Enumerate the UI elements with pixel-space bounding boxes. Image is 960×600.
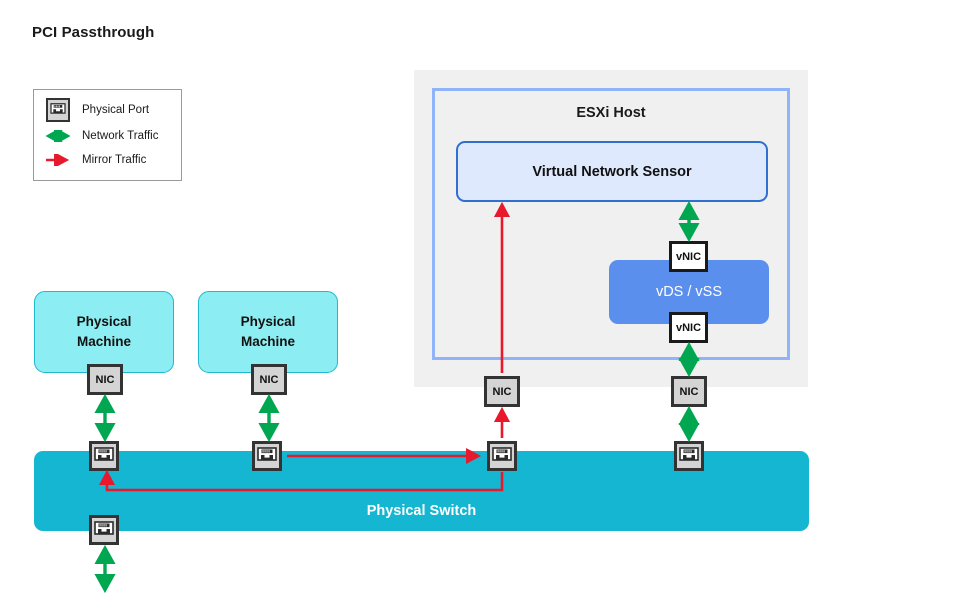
switch-port-mirror-destination[interactable]: [487, 441, 517, 471]
legend-label-mirror-traffic: Mirror Traffic: [82, 154, 147, 166]
physical-machine-0-nic[interactable]: NIC: [87, 364, 123, 395]
physical-machine-1-nic[interactable]: NIC: [251, 364, 287, 395]
legend-item-network-traffic: Network Traffic: [44, 125, 158, 147]
vnic-bottom[interactable]: vNIC: [669, 312, 708, 343]
switch-port-vswitch-uplink[interactable]: [674, 441, 704, 471]
legend-item-physical-port: Physical Port: [44, 98, 150, 122]
esxi-host-label: ESXi Host: [576, 105, 646, 121]
vnic-top[interactable]: vNIC: [669, 241, 708, 272]
physical-machine-1-label: Physical Machine: [240, 314, 296, 349]
virtual-network-sensor-box[interactable]: Virtual Network Sensor: [456, 141, 768, 202]
physical-machine-0[interactable]: Physical Machine: [34, 291, 174, 373]
red-single-arrow-icon: [44, 149, 72, 171]
green-double-arrow-icon: [44, 125, 72, 147]
physical-switch-label: Physical Switch: [366, 503, 477, 519]
nic-passthrough[interactable]: NIC: [484, 376, 520, 407]
legend-box: Physical Port Network Traffic: [33, 89, 182, 181]
virtual-network-sensor-label: Virtual Network Sensor: [532, 163, 692, 180]
legend-item-mirror-traffic: Mirror Traffic: [44, 149, 146, 171]
physical-machine-0-label: Physical Machine: [76, 314, 132, 349]
page-title: PCI Passthrough: [32, 24, 155, 41]
legend-label-physical-port: Physical Port: [82, 104, 150, 116]
physical-machine-1[interactable]: Physical Machine: [198, 291, 338, 373]
legend-label-network-traffic: Network Traffic: [82, 130, 159, 142]
physical-port-icon: [44, 98, 72, 122]
nic-vswitch-uplink[interactable]: NIC: [671, 376, 707, 407]
vds-vss-label: vDS / vSS: [655, 284, 723, 300]
switch-port-bottom[interactable]: [89, 515, 119, 545]
switch-port-pm-1[interactable]: [252, 441, 282, 471]
switch-port-pm-0[interactable]: [89, 441, 119, 471]
